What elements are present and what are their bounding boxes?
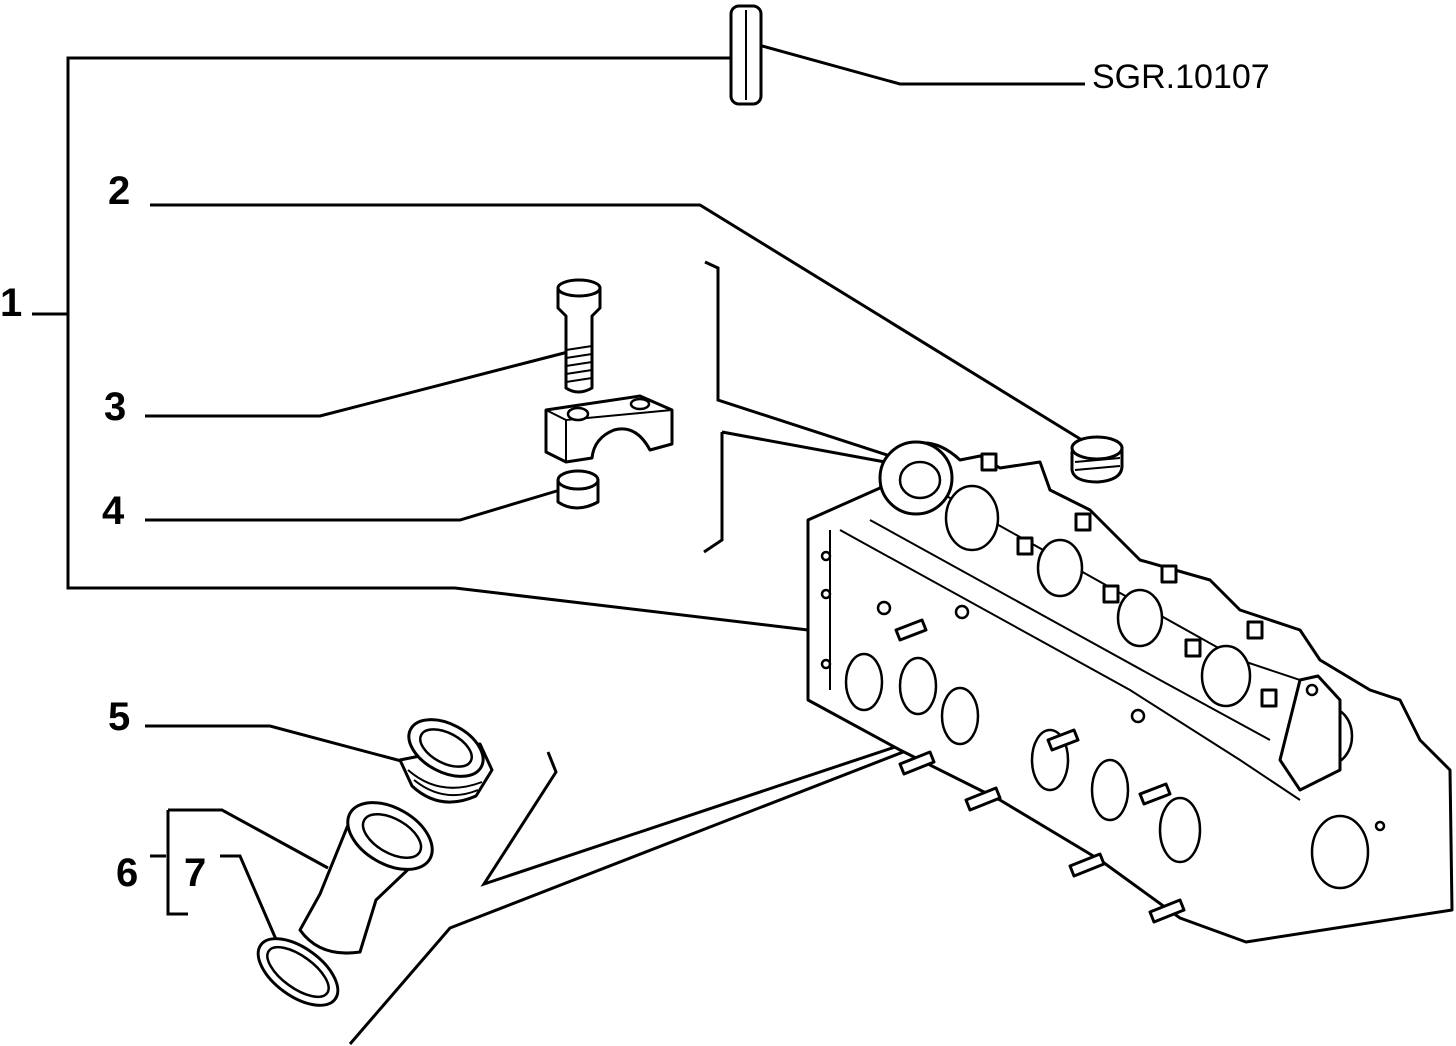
dowel-pin [729,4,763,106]
stud [980,452,1278,708]
leader-line-3 [145,350,569,418]
cylinder-head-assembly [806,440,1454,944]
group-bracket-3-4 [704,260,891,458]
cam-bearing [1116,588,1164,648]
port-hole [940,686,980,746]
threaded-ring-part-5 [398,718,494,804]
guide-sleeve-part-6 [298,801,434,955]
bolt-part-3 [556,278,602,394]
leader-line-group-5-7 [480,660,1151,887]
leader-line-1 [66,56,809,632]
port-hole [898,656,938,716]
o-ring-part-7 [256,937,340,1007]
leader-line-sgr [761,44,1085,86]
callout-1: 1 [0,281,22,325]
callout-4: 4 [102,489,125,533]
reference-code-label: SGR.10107 [1092,58,1270,96]
port-hole [1310,814,1370,890]
leader-line-6 [150,808,329,916]
leader-line-group-5-7-lower [348,693,1051,1045]
port-hole [844,652,884,712]
callout-7: 7 [184,851,206,895]
threaded-stud [894,618,1186,924]
port-hole [1158,796,1202,864]
cam-bearing [944,484,1000,552]
plug-part-2 [1070,435,1124,484]
bushing-part-4 [556,469,600,510]
leader-line-2 [150,203,1091,447]
callout-2: 2 [108,169,130,213]
cam-bearing [1036,538,1084,598]
port-hole [1090,758,1130,822]
group-bracket-3-4-lower [703,430,886,554]
leader-line-7 [220,854,280,945]
callout-6: 6 [116,851,138,895]
cam-bearing [1200,644,1252,708]
leader-line-5 [145,724,406,764]
leader-line-4 [145,488,561,522]
callout-5: 5 [108,695,130,739]
callout-3: 3 [104,385,126,429]
cap-bracket-part-3 [544,394,674,464]
